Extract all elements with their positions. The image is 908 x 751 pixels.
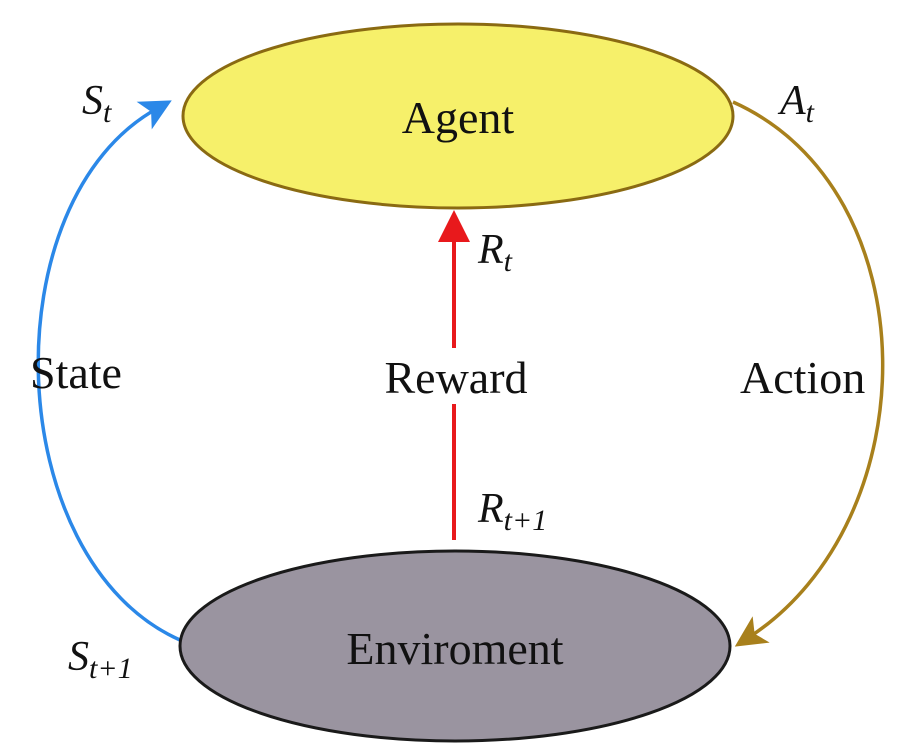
state-edge — [36, 100, 181, 642]
s-t1-label: St+1 — [68, 634, 133, 685]
s-t-base: S — [82, 78, 103, 124]
state-label: State — [30, 347, 122, 398]
r-t-base: R — [477, 227, 504, 273]
agent-label: Agent — [402, 92, 515, 143]
s-t-sub: t — [103, 96, 112, 129]
r-t1-label: Rt+1 — [477, 486, 547, 537]
agent-node — [181, 22, 735, 210]
r-t-sub: t — [504, 245, 513, 278]
s-t1-sub: t+1 — [89, 652, 133, 685]
action-edge — [732, 100, 885, 647]
s-t-label: St — [82, 78, 112, 129]
action-label: Action — [740, 352, 865, 403]
r-t1-sub: t+1 — [504, 504, 548, 537]
a-t-base: A — [777, 78, 806, 124]
reward-label-bg — [360, 348, 550, 404]
a-t-label: At — [777, 78, 815, 129]
environment-node — [178, 549, 732, 743]
r-t1-base: R — [477, 486, 504, 532]
a-t-sub: t — [806, 96, 815, 129]
s-t1-base: S — [68, 634, 89, 680]
environment-label: Enviroment — [346, 623, 563, 674]
r-t-label: Rt — [477, 227, 513, 278]
reward-label: Reward — [384, 352, 527, 403]
